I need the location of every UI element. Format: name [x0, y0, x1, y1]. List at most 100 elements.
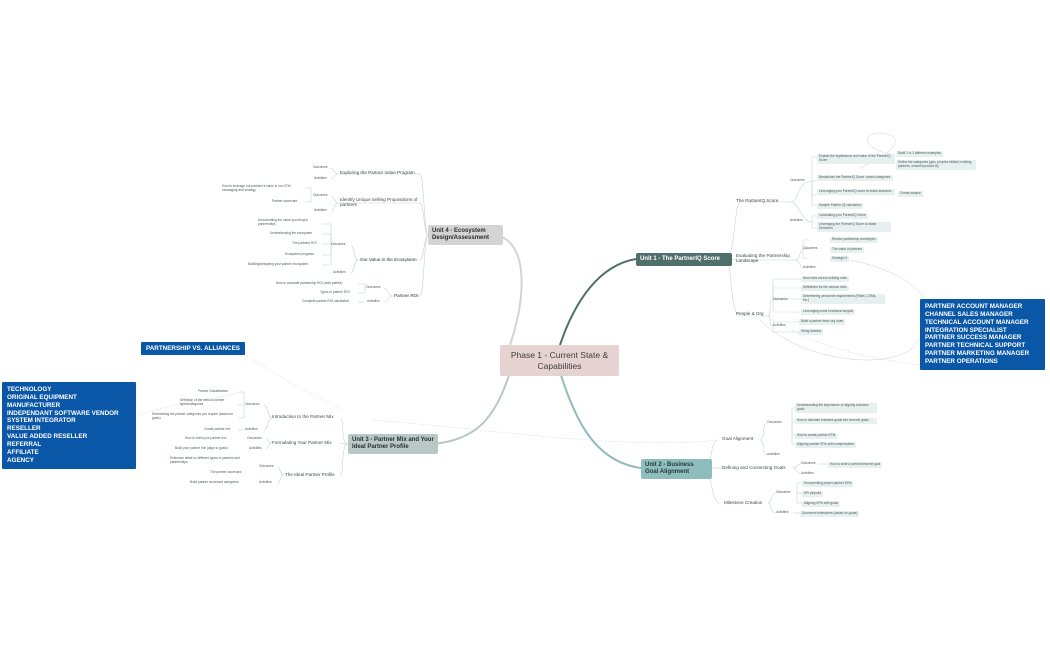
partner-type-item: RESELLER: [7, 425, 41, 433]
u4-ex-activities[interactable]: Activities: [314, 176, 327, 180]
u1-score-activities[interactable]: Activities: [790, 218, 803, 222]
partnership-alliances-label[interactable]: PARTNERSHIP VS. ALLIANCES: [141, 342, 245, 355]
u4-types-roi[interactable]: Types of partner ROI: [320, 290, 350, 294]
u3-fm-activities[interactable]: Activities: [249, 446, 262, 450]
u1-sample-calc[interactable]: Sample Partner IQ calculation: [817, 203, 864, 209]
u4-how-calc[interactable]: How to calculate partnership ROI (both p…: [276, 281, 343, 285]
u3-fm-outcomes[interactable]: Outcomes: [247, 436, 262, 440]
u1-eval-activities[interactable]: Activities: [803, 265, 816, 269]
u4-id-outcomes[interactable]: Outcomes: [313, 193, 328, 197]
u1-leveraging[interactable]: Leveraging your PartnerIQ score to make …: [817, 189, 895, 195]
u2-ga-activities[interactable]: Activities: [767, 452, 780, 456]
u3-build-scorecard[interactable]: Build partner scorecard categories: [190, 480, 239, 484]
u1-po-activities[interactable]: Activities: [773, 323, 786, 327]
u4-eco-progress[interactable]: Ecosystem progress: [285, 252, 314, 256]
u2-dg-outcomes[interactable]: Outcomes: [801, 461, 816, 465]
u1-definitions-roles[interactable]: Definitions for the various roles: [801, 285, 849, 291]
u2-document-milestones[interactable]: Document milestones (based on goals): [800, 511, 860, 517]
u1-value-partners[interactable]: The value of partners: [830, 247, 865, 253]
u2-aligning-kpis[interactable]: Aligning KPIs with goals: [802, 501, 841, 507]
u1-determining-personnel[interactable]: Determining personnel requirements (PAMs…: [801, 294, 885, 304]
u4-complete-roi[interactable]: Complete partner ROI calculation: [302, 299, 350, 303]
u3-partner-scorecard[interactable]: The partner scorecard: [210, 470, 242, 474]
partner-role-item: TECHNICAL ACCOUNT MANAGER: [925, 318, 1029, 326]
ideal-profile-node[interactable]: The Ideal Partner Profile: [285, 472, 335, 477]
u4-ov-activities[interactable]: Activities: [333, 270, 346, 274]
u1-po-outcomes[interactable]: Outcomes: [773, 297, 788, 301]
u4-pr-outcomes[interactable]: Outcomes: [366, 285, 381, 289]
u3-in-outcomes[interactable]: Outcomes: [245, 402, 260, 406]
intro-partner-mix-node[interactable]: Introduction to the Partner Mix: [272, 414, 334, 419]
exploring-node[interactable]: Exploring the Partner Value Program: [340, 170, 415, 175]
u2-ga-outcomes[interactable]: Outcomes: [767, 420, 782, 424]
identify-usp-node[interactable]: Identify Unique Selling Propositions of …: [340, 197, 418, 208]
milestone-node[interactable]: Milestone Creation: [724, 500, 763, 505]
u4-ov-outcomes[interactable]: Outcomes: [331, 242, 346, 246]
u1-build-team[interactable]: Build a partner team org chart: [799, 319, 846, 325]
goal-alignment-node[interactable]: Goal Alignment: [722, 436, 754, 441]
evaluating-node[interactable]: Evaluating the Partnership Landscape: [736, 253, 790, 264]
partner-types-list: TECHNOLOGY ORIGINAL EQUIPMENT MANUFACTUR…: [2, 382, 136, 469]
u2-kpi-pinpoint[interactable]: KPI pinpoint: [802, 491, 824, 497]
partner-type-item: AGENCY: [7, 456, 34, 464]
u1-new-roles[interactable]: New roles versus existing roles: [801, 276, 849, 282]
u4-ex-outcomes[interactable]: Outcomes: [313, 165, 328, 169]
partneriq-score-node[interactable]: The PartnerIQ Score: [736, 198, 779, 203]
u1-define-categories[interactable]: Define the categories (geo, peoples skil…: [896, 160, 976, 170]
u1-explain[interactable]: Explain the significance and value of th…: [817, 154, 895, 164]
u3-in-activities[interactable]: Activities: [245, 427, 258, 431]
u1-build-examples[interactable]: Build 2 or 3 different examples: [896, 151, 943, 157]
u1-breakdown[interactable]: Breakdown the PartnerIQ Score: model cat…: [817, 175, 893, 181]
u1-calculating[interactable]: Calculating your PartnerIQ Score: [817, 213, 868, 219]
u1-cross-functional[interactable]: Leveraging cross functional support: [801, 309, 856, 315]
people-org-node[interactable]: People & Org: [736, 311, 764, 316]
u3-build-align[interactable]: Build your partner mix (align to goals): [175, 446, 228, 450]
unit2-node[interactable]: Unit 2 - Business Goal Alignment: [641, 459, 712, 480]
unit4-node[interactable]: Unit 4 - Ecosystem Design/Assessment: [428, 225, 503, 246]
u1-strategic[interactable]: Strategic II: [830, 256, 850, 262]
u4-documenting-value[interactable]: Documenting the value you bring to partn…: [258, 218, 309, 226]
u2-documenting-kpis[interactable]: Documenting proper partner KPIs: [802, 481, 854, 487]
unit3-node[interactable]: Unit 3 - Partner Mix and Your Ideal Part…: [348, 434, 438, 455]
u1-review-archetypes[interactable]: Review partnership archetypes: [830, 237, 878, 243]
partner-roi-node[interactable]: Partner ROI: [394, 293, 419, 298]
u3-classification[interactable]: Partner Classification: [198, 389, 229, 393]
u2-mc-activities[interactable]: Activities: [776, 510, 789, 514]
unit1-node[interactable]: Unit 1 - The PartnerIQ Score: [636, 253, 732, 267]
u4-leverage-gtm[interactable]: How to leverage our partners's value in …: [222, 184, 291, 192]
u4-partners-roi[interactable]: The partners ROI: [292, 241, 317, 245]
u4-id-activities[interactable]: Activities: [314, 208, 327, 212]
defining-goals-node[interactable]: Defining and Connecting Goals: [722, 465, 786, 470]
u4-pr-activities[interactable]: Activities: [367, 299, 380, 303]
u3-how-build[interactable]: How to build your partner mix: [185, 436, 227, 440]
our-value-node[interactable]: Our Value in the Ecosystem: [360, 257, 417, 262]
u1-create-sample[interactable]: Create sample: [898, 191, 923, 197]
u2-create-kpis[interactable]: How to create partner KPIs: [795, 433, 838, 439]
partner-type-item: TECHNOLOGY: [7, 386, 52, 393]
u3-ip-activities[interactable]: Activities: [259, 480, 272, 484]
u2-write-goal[interactable]: How to write a partner/channel goal: [828, 462, 883, 468]
u1-eval-outcomes[interactable]: Outcomes: [803, 246, 818, 250]
u2-dg-activities[interactable]: Activities: [801, 471, 814, 475]
u3-ip-outcomes[interactable]: Outcomes: [259, 464, 274, 468]
u3-extensive-detail[interactable]: Extensive detail on different types of p…: [170, 456, 240, 464]
u1-hiring[interactable]: Hiring timeline: [799, 329, 824, 335]
u1-leveraging-decisions[interactable]: Leveraging the PartnerIQ Score to Make D…: [817, 222, 891, 232]
formulating-node[interactable]: Formulating Your Partner Mix: [272, 440, 332, 445]
u3-definition-types[interactable]: Definition of the various partner types/…: [180, 398, 225, 406]
branch-unit3: [432, 371, 511, 445]
u4-id-scorecard[interactable]: Partner scorecard: [272, 199, 298, 203]
u2-understanding[interactable]: Understanding the importance of aligning…: [795, 403, 877, 413]
u4-understanding-eco[interactable]: Understanding the ecosystem: [270, 231, 313, 235]
u2-aligning-comp[interactable]: Aligning partner KPIs with compensation: [795, 442, 857, 448]
root-node[interactable]: Phase 1 - Current State & Capabilities: [500, 345, 619, 377]
u2-translate[interactable]: How to translate business goals into cha…: [795, 418, 877, 424]
u4-building-eco[interactable]: Building/designing your partner ecosyste…: [248, 262, 309, 266]
partner-roles-list: PARTNER ACCOUNT MANAGER CHANNEL SALES MA…: [920, 299, 1045, 370]
u3-determining-categories[interactable]: Determining the partner categories you r…: [152, 412, 233, 420]
u1-score-outcomes[interactable]: Outcomes: [790, 178, 805, 182]
u3-create-mix[interactable]: Create partner mix: [204, 427, 231, 431]
branch-unit4: [496, 234, 523, 346]
u2-mc-outcomes[interactable]: Outcomes: [776, 490, 791, 494]
